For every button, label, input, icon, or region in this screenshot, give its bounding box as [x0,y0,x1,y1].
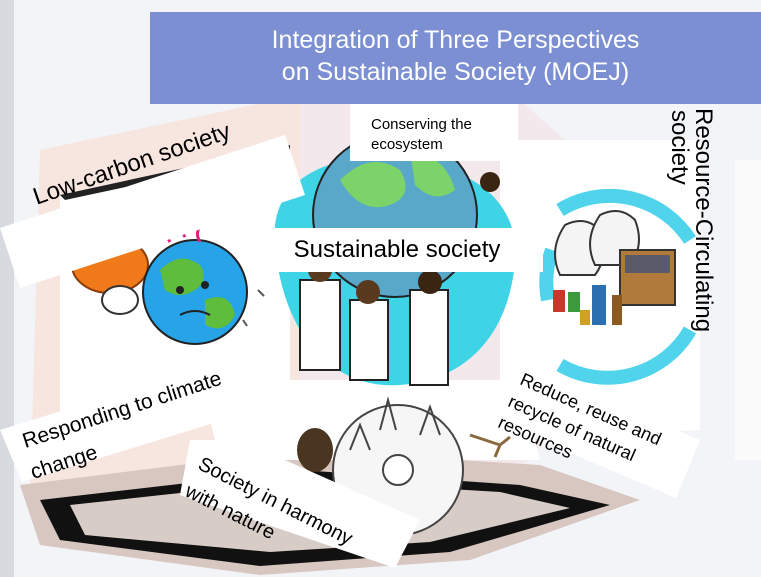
title-line-2: on Sustainable Society (MOEJ) [281,58,630,86]
center-label: Sustainable society [251,228,543,272]
ecosystem-label-line-1: Conserving the [371,116,472,133]
recycle-arrows-icon [539,188,697,385]
bird-icon [469,433,511,458]
title-banner: Integration of Three Perspectives on Sus… [150,12,761,104]
title-line-1: Integration of Three Perspectives [271,26,640,54]
resource-label-line-2: society [666,110,693,185]
label-cards [0,103,700,568]
recycling-box-icon [619,249,676,306]
people-holding-hands-icon [299,172,500,386]
monkey-icon [297,428,333,472]
cans-bottles-icon [553,285,622,325]
resource-label-line-1: Resource-Circulating [690,108,717,333]
ecosystem-label-line-2: ecosystem [371,136,443,153]
